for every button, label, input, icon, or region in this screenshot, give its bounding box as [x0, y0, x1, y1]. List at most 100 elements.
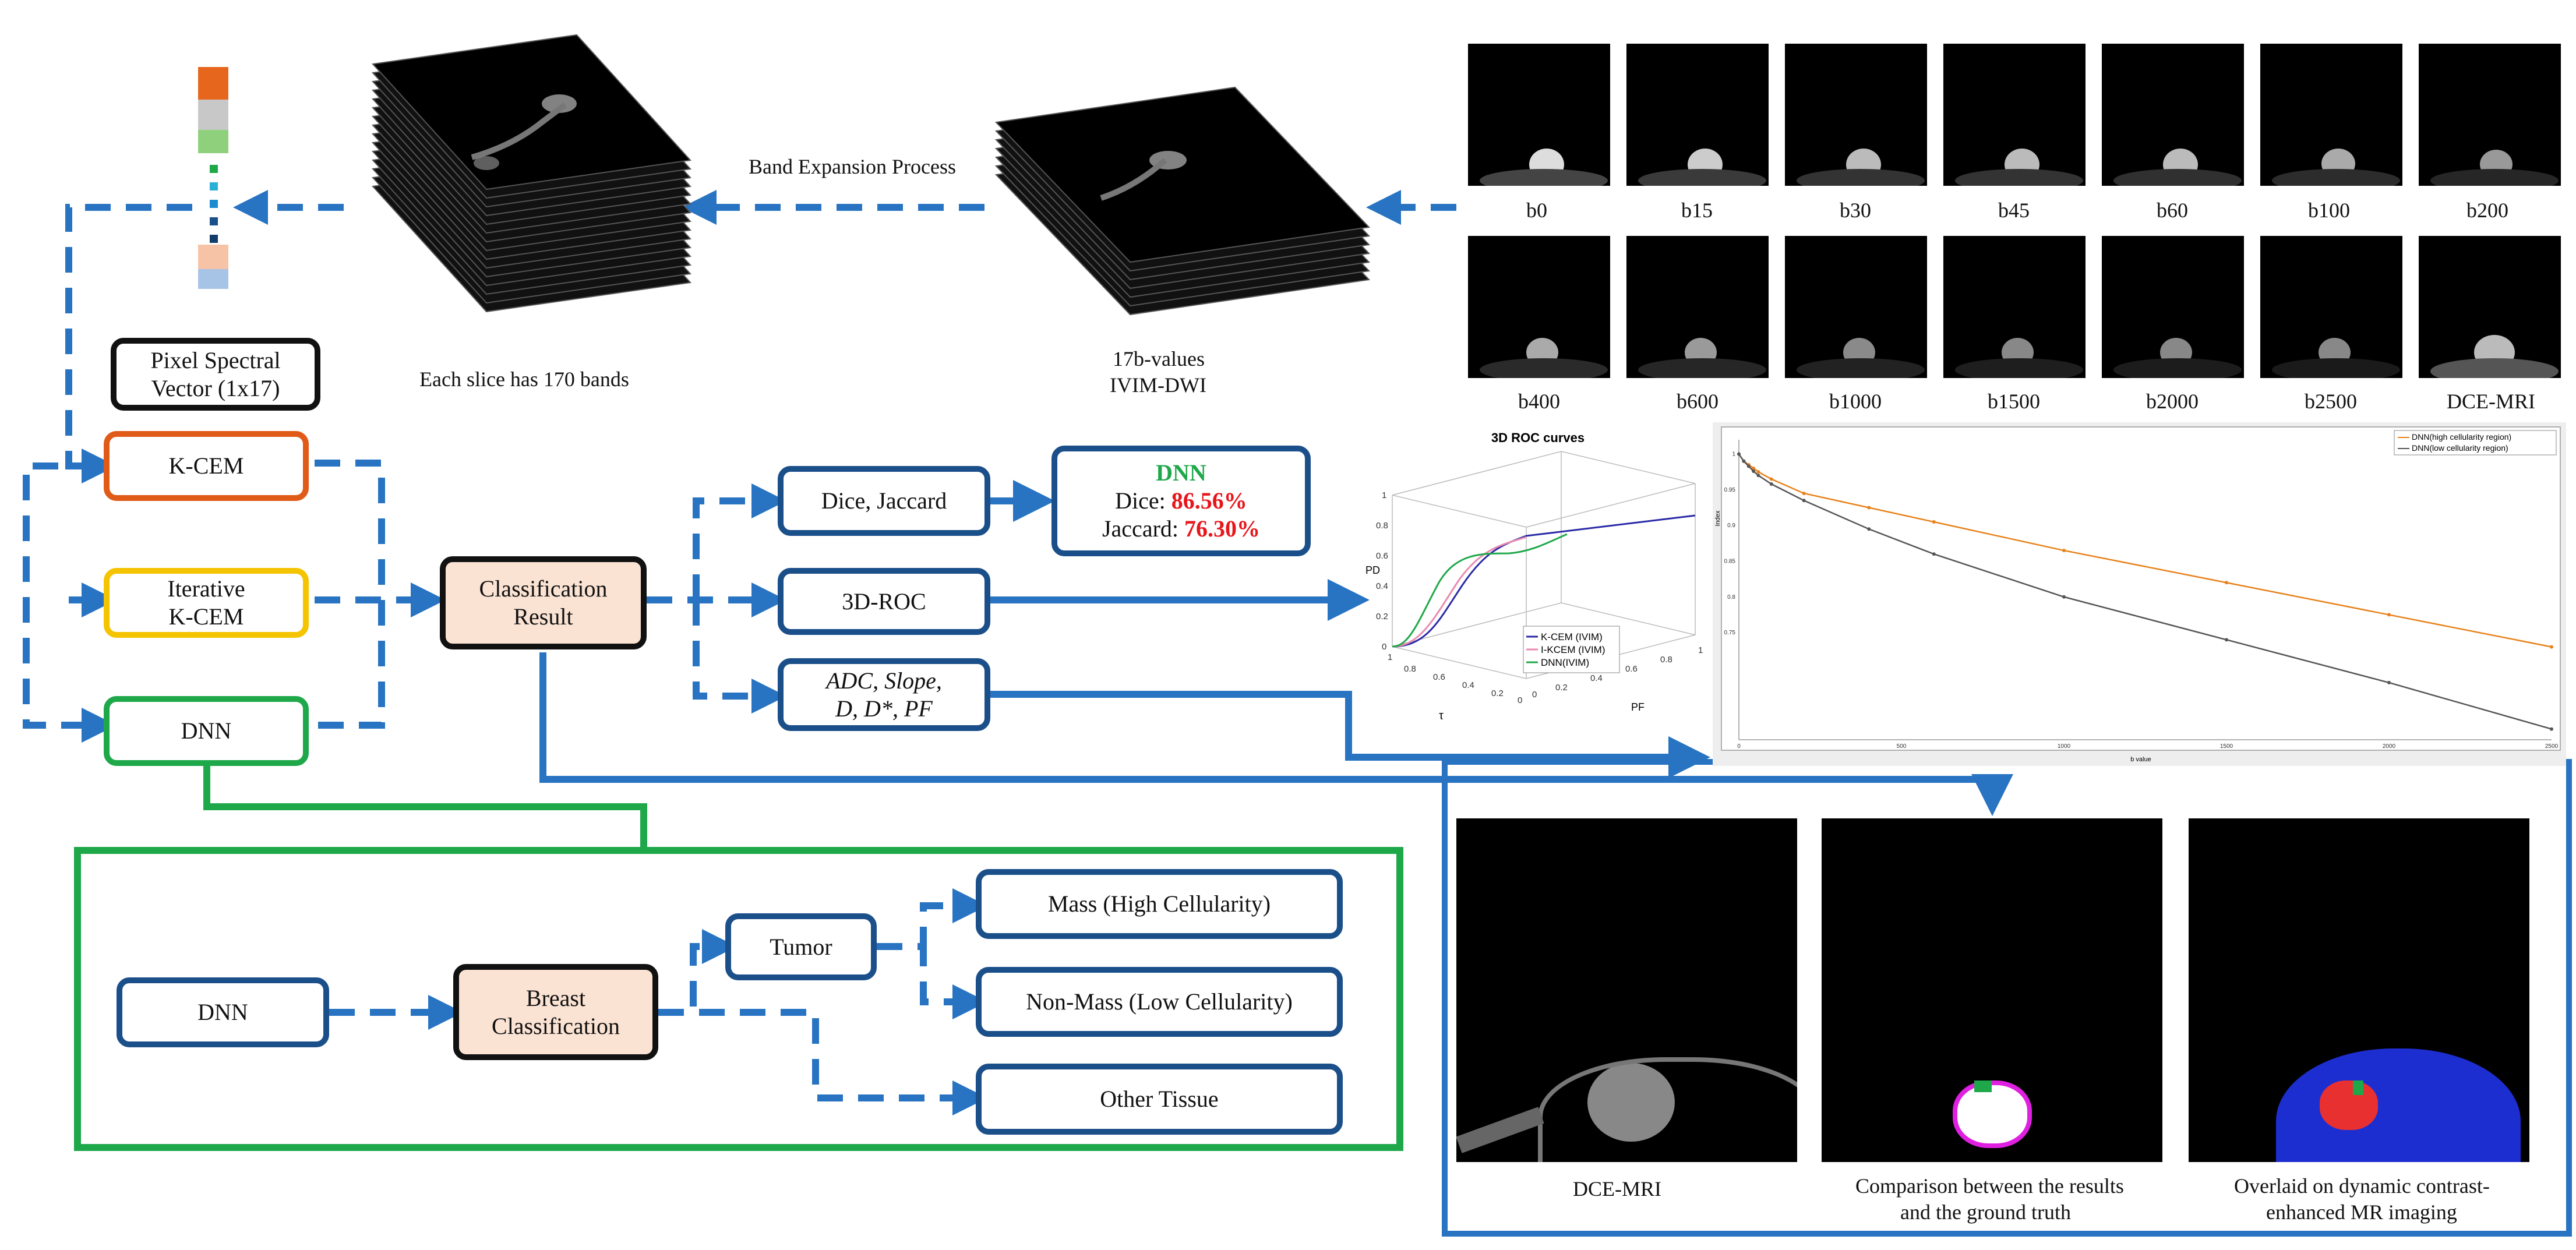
thumb-b45	[1943, 44, 2085, 186]
other-tissue-box: Other Tissue	[976, 1064, 1343, 1135]
line-point	[1756, 470, 1760, 474]
line-point	[1769, 482, 1773, 486]
line-point	[1867, 506, 1871, 510]
thumb-b1500	[1943, 236, 2085, 378]
caption-dce: DCE-MRI	[1573, 1177, 1661, 1200]
line-y-tick: 1	[1732, 451, 1735, 458]
dce-mri-panel	[1456, 818, 1797, 1162]
bvalue-label: b2000	[2146, 390, 2199, 413]
bvalue-label: b100	[2308, 199, 2350, 222]
tumor-box: Tumor	[725, 913, 877, 980]
bvalue-label: b15	[1681, 199, 1713, 222]
nonmass-label: Non-Mass (Low Cellularity)	[1026, 988, 1293, 1015]
roc-curve-dnn	[1392, 533, 1568, 648]
line-x-tick: 2000	[2383, 743, 2396, 750]
roc-axis-pf: PF	[1631, 701, 1645, 713]
bvalue-label: DCE-MRI	[2447, 390, 2535, 413]
svg-text:0.8: 0.8	[1404, 664, 1416, 674]
bvalue-label: b0	[1526, 199, 1547, 222]
line-x-tick: 0	[1737, 743, 1741, 750]
line-ylabel: Index	[1714, 510, 1721, 526]
svg-text:0: 0	[1382, 642, 1386, 652]
thumb-b200	[2419, 44, 2561, 186]
line-x-tick: 500	[1897, 743, 1907, 750]
mass-label: Mass (High Cellularity)	[1047, 891, 1271, 917]
line-x-tick: 2500	[2545, 743, 2559, 750]
svg-text:0.2: 0.2	[1376, 612, 1388, 622]
thumb-b400	[1468, 236, 1610, 378]
svg-text:0.4: 0.4	[1590, 673, 1603, 683]
arrow-adc-to-plot	[990, 691, 1710, 778]
other-tissue-label: Other Tissue	[1100, 1086, 1219, 1112]
bvalue-label: b2500	[2305, 390, 2357, 413]
dnn-result-box: DNN Dice: 86.56% Jaccard: 76.30%	[1051, 446, 1311, 556]
svg-text:0: 0	[1532, 690, 1537, 700]
thumb-b60	[2102, 44, 2244, 186]
bvalue-label: b60	[2157, 199, 2188, 222]
roc-chart-title: 3D ROC curves	[1491, 430, 1585, 445]
mass-box: Mass (High Cellularity)	[976, 869, 1343, 939]
adc-line2: D, D*, PF	[835, 695, 933, 722]
band-expansion-label: Band Expansion Process	[749, 155, 956, 178]
thumb-b2500	[2260, 236, 2402, 378]
roc-legend-dnn: DNN(IVIM)	[1541, 657, 1589, 668]
arrow-class-to-results	[539, 652, 2013, 816]
small-stack-caption-2: IVIM-DWI	[1110, 373, 1206, 397]
ikcem-line1: Iterative	[167, 575, 245, 602]
nonmass-box: Non-Mass (Low Cellularity)	[976, 967, 1343, 1037]
breast-line2: Classification	[492, 1012, 620, 1039]
big-stack-caption: Each slice has 170 bands	[419, 368, 629, 391]
overlaid-panel	[2189, 818, 2529, 1162]
classification-line2: Result	[513, 603, 573, 630]
line-y-tick: 0.9	[1727, 522, 1735, 529]
kcem-label: K-CEM	[168, 453, 244, 479]
line-point	[2225, 581, 2228, 585]
svg-text:1: 1	[1382, 490, 1386, 500]
roc-curve-ikcem	[1392, 536, 1527, 648]
spectral-vector-icon	[192, 67, 239, 289]
line-point	[2387, 680, 2391, 684]
line-point	[1932, 520, 1936, 524]
bottom-dnn-label: DNN	[197, 999, 248, 1025]
svg-text:0.2: 0.2	[1555, 683, 1568, 693]
svg-text:0.8: 0.8	[1660, 655, 1672, 665]
jaccard-result: Jaccard: 76.30%	[1102, 515, 1260, 542]
svg-text:0.2: 0.2	[1491, 688, 1504, 698]
dice-result: Dice: 86.56%	[1115, 488, 1247, 514]
line-point	[1802, 499, 1806, 503]
bvalue-label: b600	[1677, 390, 1718, 413]
ikcem-line2: K-CEM	[168, 603, 244, 630]
line-point	[2062, 549, 2066, 553]
green-connector	[203, 763, 647, 850]
dnn-left-box: DNN	[104, 696, 309, 766]
caption-overlaid-2: enhanced MR imaging	[2266, 1200, 2457, 1224]
line-point	[1742, 459, 1746, 463]
svg-text:0.8: 0.8	[1376, 521, 1388, 531]
line-xlabel: b value	[2130, 756, 2151, 763]
pixel-vector-line1: Pixel Spectral	[150, 347, 281, 373]
line-y-tick: 0.8	[1727, 594, 1735, 601]
line-point	[1867, 527, 1871, 531]
big-image-stack	[367, 17, 693, 344]
line-point	[2387, 613, 2391, 617]
dice-jaccard-label: Dice, Jaccard	[821, 488, 947, 514]
bvalue-label: b45	[1998, 199, 2030, 222]
bvalue-label: b30	[1840, 199, 1871, 222]
adc-params-box: ADC, Slope,D, D*, PF	[778, 658, 990, 731]
roc3d-box: 3D-ROC	[778, 568, 990, 635]
comparison-panel	[1822, 818, 2162, 1162]
svg-text:0.6: 0.6	[1625, 664, 1638, 674]
roc-legend-ikcem: I-KCEM (IVIM)	[1541, 644, 1605, 655]
dice-jaccard-box: Dice, Jaccard	[778, 466, 990, 536]
line-point	[1746, 464, 1751, 468]
svg-text:0.4: 0.4	[1376, 581, 1388, 591]
svg-text:0.6: 0.6	[1433, 672, 1445, 682]
line-point	[2550, 645, 2553, 649]
thumb-b0	[1468, 44, 1610, 186]
svg-text:0.6: 0.6	[1376, 551, 1388, 561]
thumb-dce-mri	[2419, 236, 2561, 378]
